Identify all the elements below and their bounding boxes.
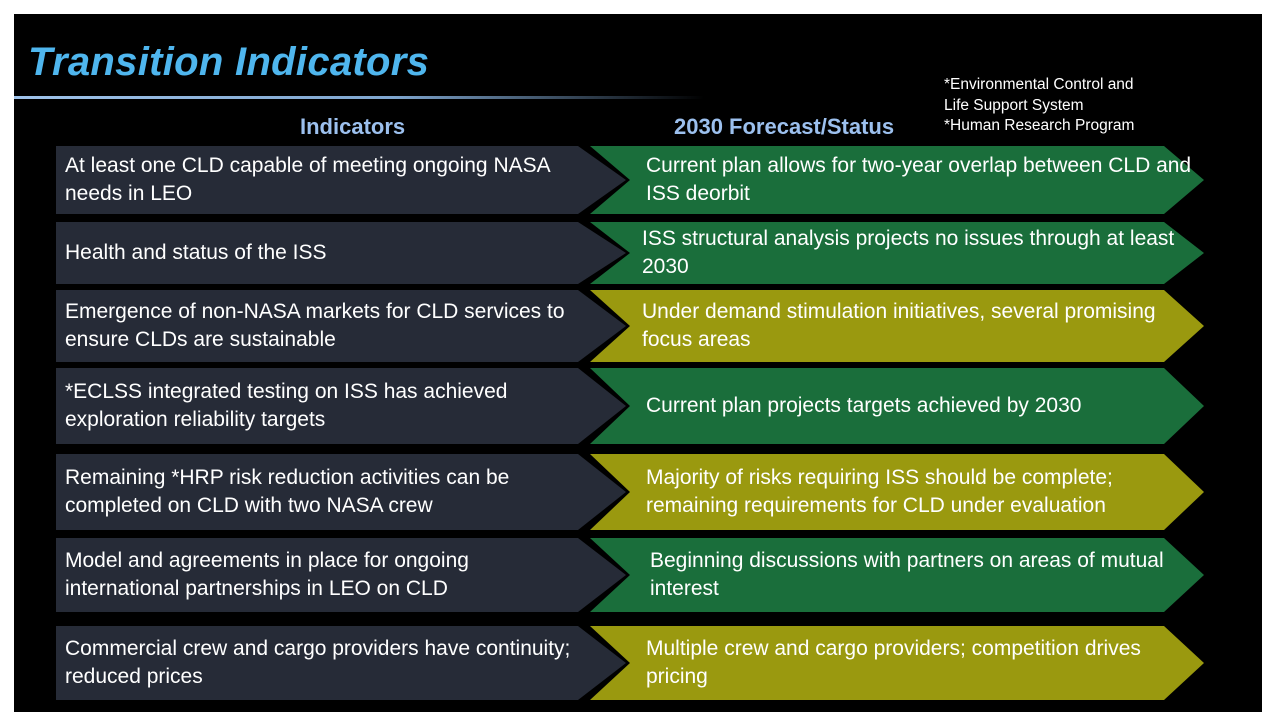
footnote-line: Life Support System <box>944 96 1084 114</box>
forecast-chevron-shape <box>590 146 1204 214</box>
indicator-cell: At least one CLD capable of meeting ongo… <box>56 146 626 214</box>
table-row: Emergence of non-NASA markets for CLD se… <box>14 290 1262 362</box>
indicator-cell: Health and status of the ISS <box>56 222 626 284</box>
forecast-text: Beginning discussions with partners on a… <box>650 549 1164 600</box>
indicator-text: Remaining *HRP risk reduction activities… <box>65 466 510 517</box>
indicator-cell: Emergence of non-NASA markets for CLD se… <box>56 290 626 362</box>
forecast-text: Current plan allows for two-year overlap… <box>646 154 1192 205</box>
indicator-cell: Model and agreements in place for ongoin… <box>56 538 626 612</box>
indicator-cell: Commercial crew and cargo providers have… <box>56 626 626 700</box>
forecast-cell: Beginning discussions with partners on a… <box>590 538 1204 612</box>
forecast-header: 2030 Forecast/Status <box>674 114 895 139</box>
table-row: Health and status of the ISS ISS structur… <box>14 222 1262 284</box>
forecast-text: Multiple crew and cargo providers; compe… <box>646 637 1141 688</box>
forecast-chevron-shape <box>590 290 1204 362</box>
indicator-cell: *ECLSS integrated testing on ISS has ach… <box>56 368 626 444</box>
forecast-cell: Current plan allows for two-year overlap… <box>590 146 1204 214</box>
forecast-chevron-shape <box>590 222 1204 284</box>
indicator-text: Commercial crew and cargo providers have… <box>65 637 571 688</box>
forecast-cell: Multiple crew and cargo providers; compe… <box>590 626 1204 700</box>
table-row: *ECLSS integrated testing on ISS has ach… <box>14 368 1262 444</box>
footnote-line: *Human Research Program <box>944 117 1135 134</box>
indicator-text: *ECLSS integrated testing on ISS has ach… <box>65 380 508 431</box>
forecast-text: Majority of risks requiring ISS should b… <box>646 466 1113 517</box>
forecast-cell: Majority of risks requiring ISS should b… <box>590 454 1204 530</box>
table-row: At least one CLD capable of meeting ongo… <box>14 146 1262 214</box>
forecast-chevron-shape <box>590 538 1204 612</box>
title-underline <box>14 96 704 99</box>
forecast-chevron-shape <box>590 454 1204 530</box>
indicator-chevron-shape <box>56 290 626 362</box>
indicator-text: Emergence of non-NASA markets for CLD se… <box>65 300 565 351</box>
indicator-cell: Remaining *HRP risk reduction activities… <box>56 454 626 530</box>
forecast-text: Under demand stimulation initiatives, se… <box>642 300 1156 351</box>
indicator-chevron-shape <box>56 454 626 530</box>
indicator-text: At least one CLD capable of meeting ongo… <box>65 154 550 205</box>
forecast-cell: Current plan projects targets achieved b… <box>590 368 1204 444</box>
footnotes: *Environmental Control and Life Support … <box>944 75 1134 137</box>
indicator-chevron-shape <box>56 538 626 612</box>
indicator-text: Model and agreements in place for ongoin… <box>65 549 469 600</box>
indicators-header: Indicators <box>300 114 406 139</box>
indicator-chevron-shape <box>56 368 626 444</box>
indicator-text: Health and status of the ISS <box>65 241 327 264</box>
slide: Transition Indicators *Environmental Con… <box>14 14 1262 712</box>
forecast-cell: ISS structural analysis projects no issu… <box>590 222 1204 284</box>
indicator-chevron-shape <box>56 222 626 284</box>
forecast-text: Current plan projects targets achieved b… <box>646 394 1082 417</box>
forecast-cell: Under demand stimulation initiatives, se… <box>590 290 1204 362</box>
slide-title: Transition Indicators <box>28 40 430 84</box>
table-row: Remaining *HRP risk reduction activities… <box>14 454 1262 530</box>
footnote-line: *Environmental Control and <box>944 76 1134 93</box>
indicator-chevron-shape <box>56 146 626 214</box>
forecast-text: ISS structural analysis projects no issu… <box>642 227 1175 278</box>
table-row: Model and agreements in place for ongoin… <box>14 538 1262 612</box>
forecast-chevron-shape <box>590 626 1204 700</box>
table-row: Commercial crew and cargo providers have… <box>14 626 1262 700</box>
indicator-chevron-shape <box>56 626 626 700</box>
forecast-chevron-shape <box>590 368 1204 444</box>
